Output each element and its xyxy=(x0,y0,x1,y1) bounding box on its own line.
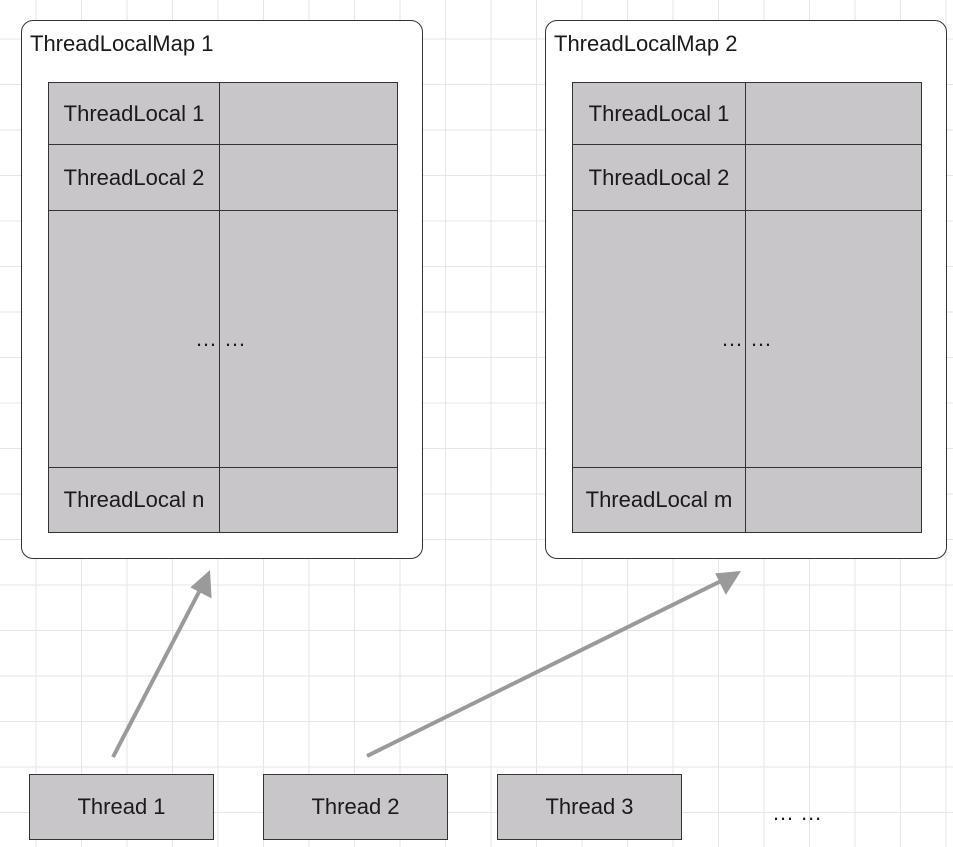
thread-1-box: Thread 1 xyxy=(29,774,214,840)
map-1-key-threadlocal-n: ThreadLocal n xyxy=(48,466,220,534)
map-1-row-ellipsis: … … xyxy=(48,210,398,468)
map-2-value-2 xyxy=(745,144,922,212)
thread-2-box: Thread 2 xyxy=(263,774,448,840)
threadlocalmap-2-title: ThreadLocalMap 2 xyxy=(554,31,738,56)
map-2-key-threadlocal-m: ThreadLocal m xyxy=(572,466,746,534)
arrow-thread-1-shaft xyxy=(111,589,202,758)
arrow-thread-1-head xyxy=(190,570,212,599)
map-2-value-ellipsis: … xyxy=(745,210,922,468)
threadlocalmap-1-table: ThreadLocal 1 ThreadLocal 2 … … ThreadLo… xyxy=(48,81,398,534)
map-1-value-n xyxy=(219,466,398,534)
threadlocalmap-1-title: ThreadLocalMap 1 xyxy=(30,31,214,56)
map-1-key-ellipsis: … xyxy=(48,210,220,468)
map-2-row-m: ThreadLocal m xyxy=(572,466,922,534)
arrow-thread-2-to-map-2 xyxy=(366,571,741,758)
map-2-key-threadlocal-1: ThreadLocal 1 xyxy=(572,81,746,146)
map-1-key-threadlocal-2: ThreadLocal 2 xyxy=(48,144,220,212)
threadlocalmap-2-table: ThreadLocal 1 ThreadLocal 2 … … ThreadLo… xyxy=(572,81,922,534)
map-2-row-2: ThreadLocal 2 xyxy=(572,144,922,212)
thread-3-box: Thread 3 xyxy=(497,774,682,840)
map-1-value-2 xyxy=(219,144,398,212)
map-2-value-1 xyxy=(745,81,922,146)
threadlocalmap-1-box: ThreadLocalMap 1 ThreadLocal 1 ThreadLoc… xyxy=(21,20,423,559)
more-threads-ellipsis: … … xyxy=(772,800,823,825)
map-2-row-1: ThreadLocal 1 xyxy=(572,81,922,146)
map-2-row-ellipsis: … … xyxy=(572,210,922,468)
map-1-row-2: ThreadLocal 2 xyxy=(48,144,398,212)
arrow-thread-1-to-map-1 xyxy=(111,570,212,758)
map-1-row-n: ThreadLocal n xyxy=(48,466,398,534)
threadlocalmap-2-box: ThreadLocalMap 2 ThreadLocal 1 ThreadLoc… xyxy=(545,20,947,559)
map-2-key-threadlocal-2: ThreadLocal 2 xyxy=(572,144,746,212)
map-2-value-m xyxy=(745,466,922,534)
arrow-thread-2-shaft xyxy=(366,579,722,758)
arrow-thread-2-head xyxy=(715,571,741,595)
map-1-value-1 xyxy=(219,81,398,146)
map-1-value-ellipsis: … xyxy=(219,210,398,468)
